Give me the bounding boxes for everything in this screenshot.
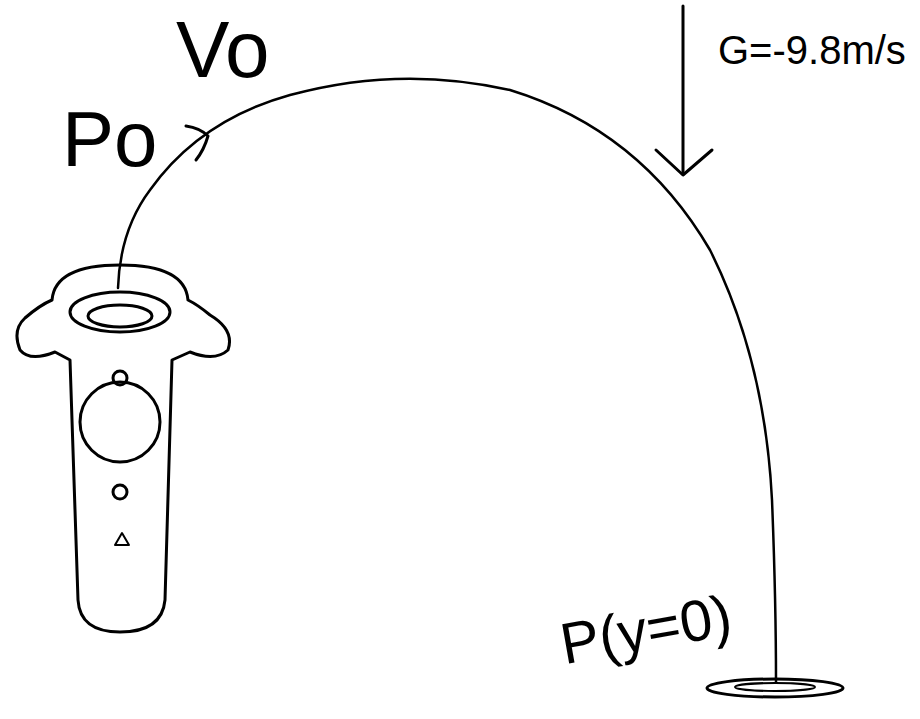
start-point-label: Po (62, 100, 157, 178)
gravity-arrow-shaft (682, 6, 685, 172)
landing-marker-outer (707, 679, 843, 697)
system-button (113, 485, 127, 499)
trajectory-arc (118, 79, 776, 682)
gravity-label: G=-9.8m/s (718, 30, 906, 70)
velocity-arrow (186, 126, 208, 160)
trackpad (80, 382, 160, 462)
triangle-mark (115, 533, 129, 545)
controller-ring (70, 292, 170, 332)
landing-marker-inner (735, 683, 815, 691)
controller-ring-inner (88, 305, 152, 327)
controller-body (17, 265, 230, 632)
landing-point-label: P(y=0) (556, 586, 736, 673)
gravity-arrow-head (656, 150, 712, 175)
velocity-label: Vo (176, 10, 269, 90)
